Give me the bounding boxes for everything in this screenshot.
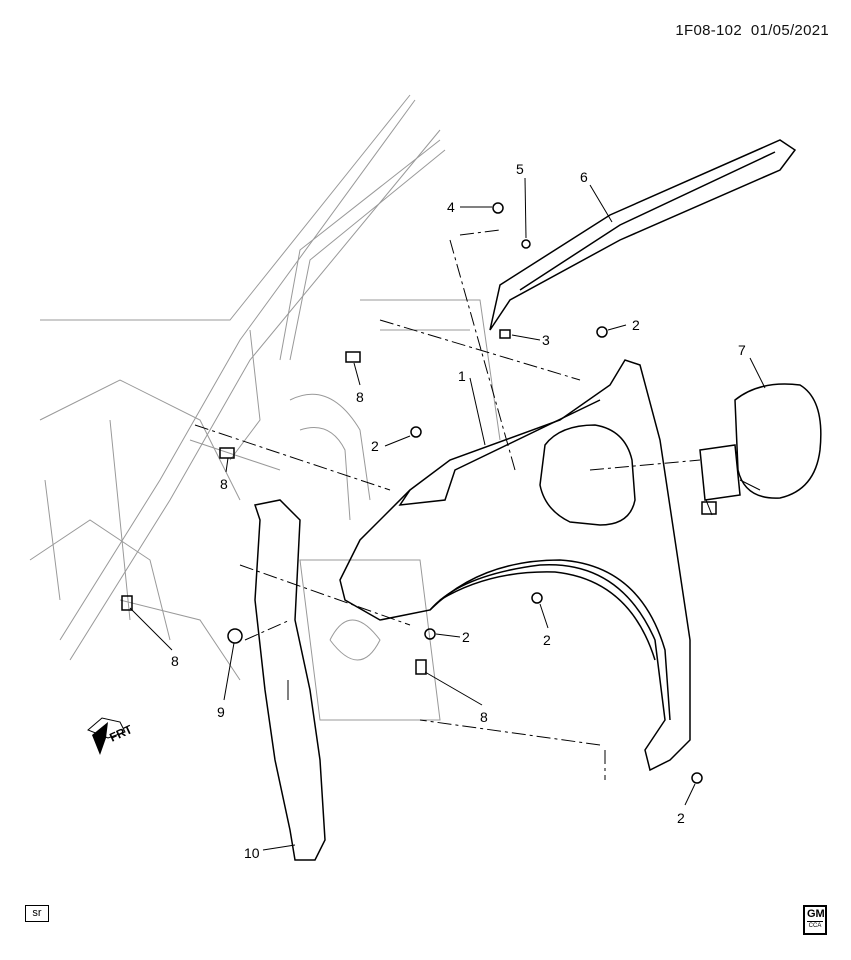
callout-8: 8 xyxy=(171,653,179,669)
diagram-id: 1F08-102 xyxy=(675,22,742,39)
diagram-header: 1F08-102 01/05/2021 xyxy=(675,22,829,39)
body-structure xyxy=(29,94,501,721)
gm-logo-text: GM xyxy=(807,908,825,922)
diagram-date: 01/05/2021 xyxy=(750,22,829,39)
callout-8: 8 xyxy=(480,709,488,725)
callout-8: 8 xyxy=(356,389,364,405)
front-direction-arrow: FRT xyxy=(87,717,135,755)
seal xyxy=(254,499,326,861)
callout-2: 2 xyxy=(371,438,379,454)
callout-2: 2 xyxy=(543,632,551,648)
callout-2: 2 xyxy=(462,629,470,645)
pillar-molding xyxy=(489,139,797,331)
gm-logo: GM CCA xyxy=(803,905,827,935)
callout-9: 9 xyxy=(217,704,225,720)
fuel-door xyxy=(699,383,822,516)
alignment-lines xyxy=(194,229,701,780)
callout-5: 5 xyxy=(516,161,524,177)
callout-6: 6 xyxy=(580,169,588,185)
leader-lines xyxy=(129,177,766,851)
callout-8: 8 xyxy=(220,476,228,492)
sr-label: sr xyxy=(25,905,49,922)
fender xyxy=(339,359,691,772)
fasteners xyxy=(121,202,703,784)
callout-2: 2 xyxy=(677,810,685,826)
frt-label: FRT xyxy=(107,722,135,745)
callout-7: 7 xyxy=(738,342,746,358)
callout-1: 1 xyxy=(458,368,466,384)
gm-logo-subtext: CCA xyxy=(808,923,822,929)
callout-10: 10 xyxy=(244,845,260,861)
callout-3: 3 xyxy=(542,332,550,348)
callout-2: 2 xyxy=(632,317,640,333)
callouts: 1 2 2 2 2 2 3 4 5 6 7 8 8 8 8 9 10 xyxy=(171,161,746,861)
callout-4: 4 xyxy=(447,199,455,215)
